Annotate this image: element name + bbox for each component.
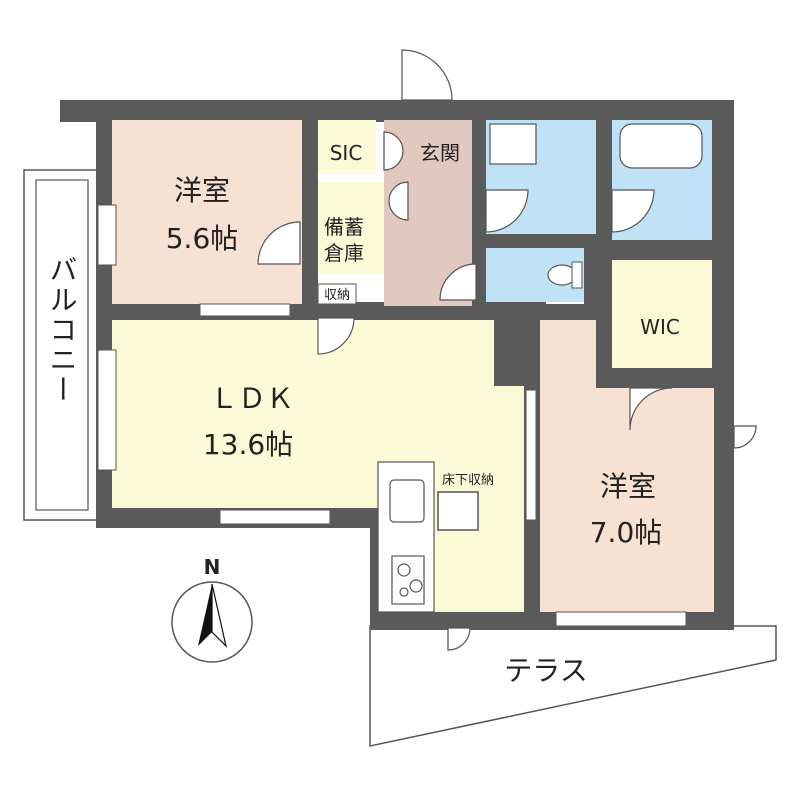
window [555,611,687,627]
wic-room [612,260,712,368]
ldk-label: ＬＤＫ [210,382,294,415]
wic-label: WIC [640,315,680,339]
window [219,509,331,525]
balcony-label: バルコニー [46,255,79,405]
entrance-label: 玄関 [420,141,460,165]
sink [389,479,425,523]
balcony-rail [35,179,89,511]
underfloor-label: 床下収納 [442,473,494,488]
toilet-tank [571,261,583,289]
north-arrow-icon [198,584,212,646]
western-room-2-size: 7.0帖 [590,516,663,549]
western-room-2 [540,320,714,612]
western-room-1-name: 洋室 [174,174,230,207]
closet-label: 収納 [324,288,350,303]
bathtub [619,123,703,169]
storage-label-line2: 倉庫 [324,241,364,265]
ldk-room [112,320,524,612]
western-room-1-size: 5.6帖 [166,222,239,255]
compass-north-label: N [204,555,221,579]
compass: N [171,555,253,663]
stove-burner [409,579,423,593]
terrace-label: テラス [504,654,587,687]
western-room-2-name: 洋室 [600,470,656,503]
storage-label-line1: 備蓄 [324,215,364,239]
window [97,204,117,266]
stove-burner [397,563,411,577]
vanity [489,123,537,165]
ldk-size: 13.6帖 [203,428,293,461]
sic-room [318,120,376,174]
window [97,349,117,471]
stove [391,555,425,605]
underfloor-hatch [437,491,479,531]
door-swings [257,49,757,651]
sliding-door [525,389,537,521]
sic-label: SIC [330,141,363,165]
closet-area [317,283,357,305]
western-room-1 [112,120,302,304]
stove-burner [399,587,409,597]
window [199,303,291,317]
